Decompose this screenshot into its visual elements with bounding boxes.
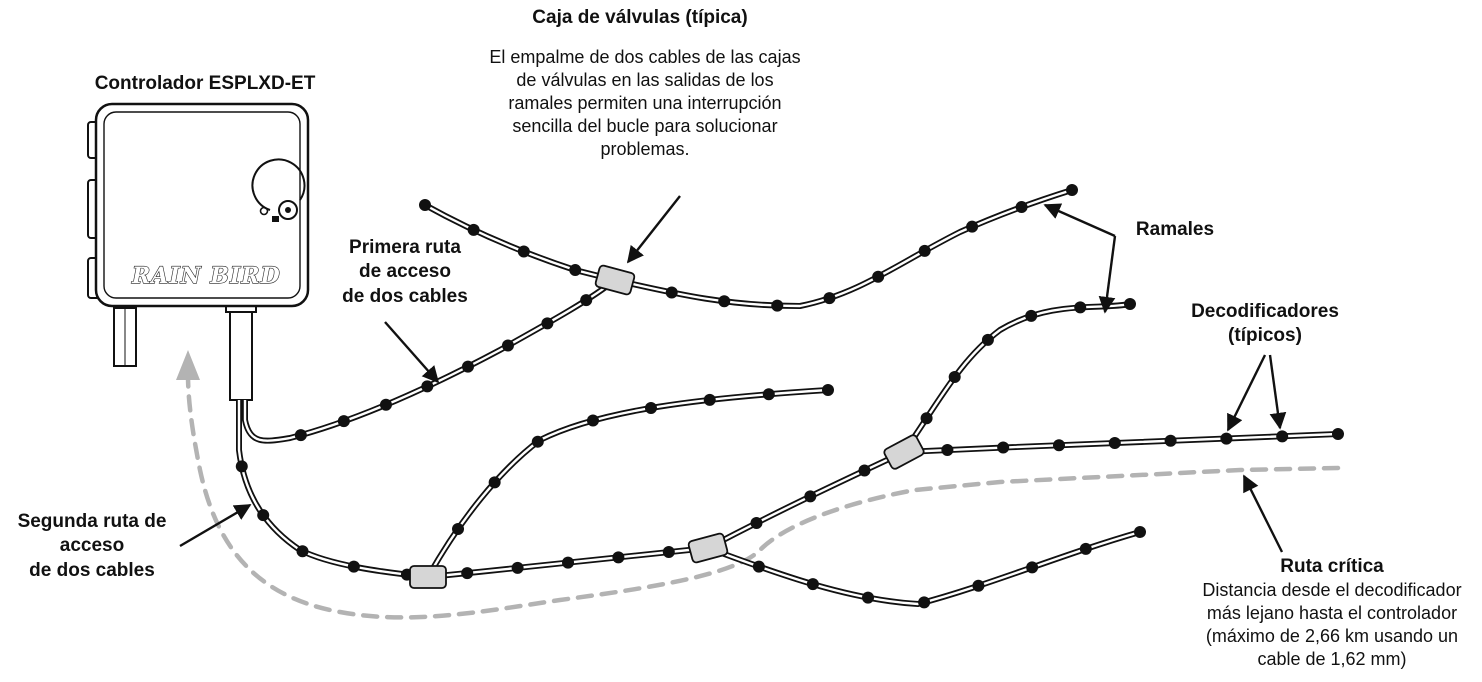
decoder-dot [918,596,931,609]
decoder-dot [966,220,979,233]
decoder-dot [580,294,593,307]
decoder-dot [347,560,360,573]
decoder-dot [501,339,514,352]
decoder-dot [804,490,817,503]
second-path-label: Segunda ruta de acceso de dos cables [17,511,167,581]
decoder-dot [948,370,961,383]
decoder-dot [1276,430,1289,443]
wire-middle-branch [425,387,829,579]
decoder-dot [872,270,885,283]
decoder-dot [665,286,678,299]
decoder-dot [920,412,933,425]
decoder-dot [997,441,1010,454]
decoder-dot [294,429,307,442]
decoder-dot [662,546,675,559]
decoder-dot [488,476,501,489]
critical-path-dashed [176,350,1341,620]
decoder-dot [1220,432,1233,445]
decoder-dot [718,295,731,308]
decoder-dot [569,264,582,277]
decoder-dot [918,244,931,257]
branches-label: Ramales [1135,219,1215,240]
lock-icon [251,158,306,222]
valve-box-description: El empalme de dos cables de las cajas de… [489,47,801,160]
svg-text:RAIN BIRD: RAIN BIRD [131,263,281,289]
arrow-branches-top [1043,203,1116,238]
arrow-decoders-2 [1268,354,1287,430]
decoder-dot [541,317,554,330]
arrow-first-path [384,321,440,384]
decoder-dot [644,401,657,414]
wire-top-branch-right [614,187,1073,310]
wire-upper-right-branch [901,301,1131,454]
decoders-label: Decodificadores (típicos) [1191,301,1339,347]
arrow-valve-box [626,195,681,264]
arrow-second-path [179,503,252,548]
decoder-dot [1066,184,1078,196]
decoder-dot [822,384,834,396]
decoder-dot [762,388,775,401]
decoder-dot [461,360,474,373]
decoder-dot [461,567,474,580]
decoder-dot [586,414,599,427]
decoder-layer [235,184,1344,609]
critical-path-label: Ruta crítica Distancia desde el decodifi… [1202,556,1462,670]
decoder-dot [1015,201,1028,214]
decoder-dot [1164,434,1177,447]
decoder-dot [531,435,544,448]
brand-logo: RAIN BIRD [130,262,281,289]
arrow-critical-path [1242,474,1284,553]
decoder-dot [419,199,431,211]
decoder-dot [517,245,530,258]
decoder-dot [1079,542,1092,555]
controller-unit: RAIN BIRD [87,102,310,401]
controller-title: Controlador ESPLXD-ET [94,73,316,94]
decoder-dot [941,443,954,456]
decoder-dot [379,398,392,411]
decoder-dot [858,464,871,477]
decoder-dot [1124,298,1136,310]
decoder-dot [752,560,765,573]
decoder-dot [1025,309,1038,322]
decoder-dot [1052,439,1065,452]
valve-box-left [409,565,447,589]
decoder-dot [771,299,784,312]
valve-box-right [883,434,925,470]
decoder-dot [612,551,625,564]
valve-box-middle [687,532,729,564]
decoder-dot [1332,428,1344,440]
decoder-dot [452,522,465,535]
decoder-dot [1108,436,1121,449]
decoder-dot [337,415,350,428]
decoder-dot [750,516,763,529]
decoder-dot [862,591,875,604]
arrow-decoders-1 [1226,354,1267,432]
decoder-dot [511,561,524,574]
wire-lower-branch [706,529,1141,608]
decoder-dot [421,380,434,393]
decoder-dot [1026,561,1039,574]
valve-box-top [594,264,636,296]
callout-arrows [179,195,1287,553]
decoder-dot [562,556,575,569]
valve-boxes [409,264,925,589]
decoder-dot [296,545,309,558]
valve-box-title: Caja de válvulas (típica) [532,7,748,28]
decoder-dot [981,333,994,346]
decoder-dot [1134,526,1146,538]
decoder-dot [806,578,819,591]
decoder-dot [972,579,985,592]
decoder-dot [257,509,270,522]
decoder-dot [467,223,480,236]
decoder-dot [823,292,836,305]
decoder-dot [235,460,248,473]
first-path-label: Primera ruta de acceso de dos cables [342,237,468,307]
decoder-dot [703,393,716,406]
arrow-branches-bottom [1098,235,1117,314]
decoder-dot [1074,301,1087,314]
